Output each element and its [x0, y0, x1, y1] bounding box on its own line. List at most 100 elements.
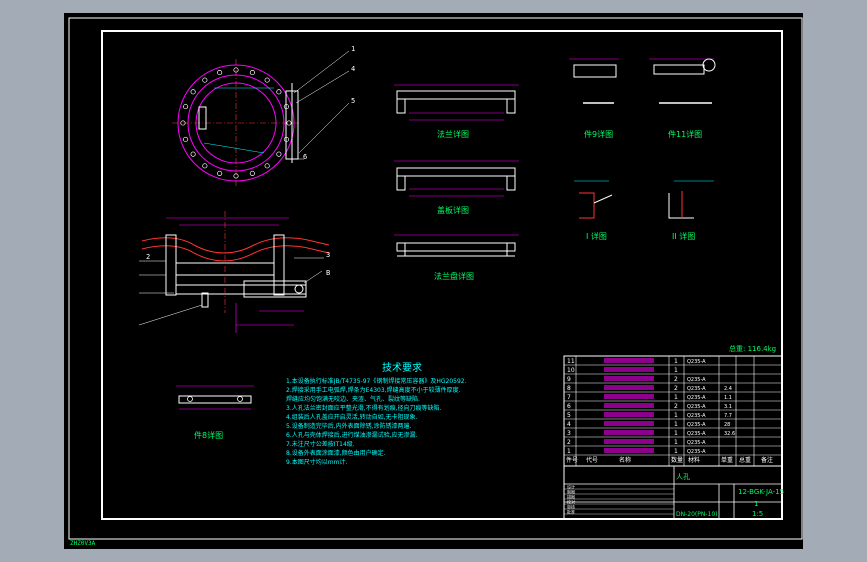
bom-qty: 1	[674, 394, 678, 401]
bom-qty: 1	[674, 358, 678, 365]
bom-header-cell: 名称	[619, 456, 631, 464]
total-weight: 总重: 116.4kg	[729, 344, 776, 353]
bom-item-no: 1	[567, 448, 571, 455]
bom-name-cell	[604, 376, 654, 381]
bom-item-no: 8	[567, 385, 571, 392]
flange-section-view: 2 3 B	[138, 211, 330, 333]
inner-frame	[101, 30, 783, 520]
bom-item-no: 3	[567, 430, 571, 437]
bom-weight: 1.1	[724, 395, 732, 401]
bolt-hole	[233, 67, 239, 73]
bom-name-cell	[604, 394, 654, 399]
bolt-hole	[202, 77, 208, 83]
bom-qty: 1	[674, 421, 678, 428]
title-block-row-label: 描图	[567, 494, 575, 500]
bom-material: Q235-A	[687, 449, 706, 455]
bom-weight: 7.7	[724, 413, 732, 419]
bom-material: Q235-A	[687, 431, 706, 437]
bom-name-cell	[604, 367, 654, 372]
bom-header-cell: 材料	[688, 456, 700, 464]
title-drawing-no: 12-BGK-JA-15	[738, 488, 784, 496]
bolt-hole	[276, 151, 282, 157]
bom-material: Q235-A	[687, 386, 706, 392]
bolt-hole	[190, 89, 196, 95]
bolt-hole	[276, 89, 282, 95]
bolt-hole	[180, 120, 186, 126]
title-scale: 1:5	[752, 510, 763, 518]
bom-qty: 1	[674, 439, 678, 446]
bom-header-cell: 总重	[739, 456, 751, 464]
leader-label-5: 5	[351, 97, 355, 105]
tech-line: 焊缝应均匀饱满无咬边、夹渣、气孔、裂纹等缺陷.	[286, 395, 420, 403]
leader-label-3: 3	[326, 251, 330, 259]
bom-item-no: 6	[567, 403, 571, 410]
bom-name-cell	[604, 412, 654, 417]
bom-material: Q235-A	[687, 359, 706, 365]
bom-header-cell: 代号	[586, 456, 598, 464]
detail-label-ii: II 详图	[672, 231, 695, 241]
bom-item-no: 2	[567, 439, 571, 446]
tech-line: 9.本图尺寸均以mm计.	[286, 458, 347, 466]
bom-item-no: 11	[567, 358, 575, 365]
bom-weight: 28	[724, 422, 730, 428]
tech-line: 1.本设备执行标准JB/T4735-97《钢制焊接常压容器》及HG20592.	[286, 377, 467, 385]
section-label-b: B	[326, 269, 330, 277]
bom-name-cell	[604, 385, 654, 390]
bom-weight: 32.6	[724, 431, 735, 437]
detail-label-part11: 件11详图	[668, 129, 702, 139]
detail-label-flange: 法兰详图	[437, 129, 469, 139]
cad-drawing: 1 4 5 6 2 3 B	[68, 17, 803, 540]
bolt-hole	[202, 163, 208, 169]
tech-line: 7.未注尺寸公差按IT14级.	[286, 440, 355, 448]
leader-label-1: 1	[351, 45, 355, 53]
tech-line: 3.人孔法兰密封面应平整光滑,不得有划痕,径向刀痕等缺陷.	[286, 404, 442, 412]
bolt-hole	[264, 163, 270, 169]
tech-title: 技术要求	[382, 361, 422, 374]
bom-name-cell	[604, 430, 654, 435]
title-sheet: 1	[754, 500, 758, 508]
bom-weight: 2.4	[724, 386, 732, 392]
bolt-hole	[264, 77, 270, 83]
bom-qty: 2	[674, 376, 678, 383]
leader-label-6: 6	[303, 153, 307, 161]
detail-views-center: 法兰详图 盖板详图 法兰盘详图	[394, 84, 519, 281]
tech-line: 8.设备外表面涂面漆,颜色由用户确定.	[286, 449, 386, 457]
bom-item-no: 4	[567, 421, 571, 428]
leader-label-2: 2	[146, 253, 150, 261]
bolt-hole	[217, 70, 223, 76]
detail-views-right: 件9详图 件11详图 I 详图 II 详图	[569, 58, 716, 241]
bom-header-cell: 单重	[721, 456, 733, 464]
bom-name-cell	[604, 358, 654, 363]
leader-label-4: 4	[351, 65, 355, 73]
detail-label-part8: 件8详图	[194, 430, 223, 440]
bom-qty: 2	[674, 385, 678, 392]
tech-line: 2.焊接采用手工电弧焊,焊条为E4303,焊缝高度不小于较薄件厚度.	[286, 386, 461, 394]
bom-material: Q235-A	[687, 395, 706, 401]
bolt-hole	[249, 70, 255, 76]
title-block-row-label: 设计	[567, 484, 575, 490]
bom-item-no: 5	[567, 412, 571, 419]
bolt-hole	[286, 120, 292, 126]
title-block-row-label: 审核	[567, 504, 575, 510]
bom-header-cell: 件号	[566, 456, 578, 464]
bom-name-cell	[604, 403, 654, 408]
bom-qty: 2	[674, 403, 678, 410]
bom-weight: 3.1	[724, 404, 732, 410]
bom-header-cell: 备注	[761, 456, 773, 464]
bom-material: Q235-A	[687, 440, 706, 446]
bom-material: Q235-A	[687, 404, 706, 410]
bom-header-cell: 数量	[671, 456, 683, 464]
part8-detail: 件8详图	[176, 385, 254, 440]
title-block-row-label: 批准	[567, 509, 575, 515]
cad-viewport[interactable]: 1 4 5 6 2 3 B	[64, 13, 803, 549]
tech-line: 5.设备制造完毕后,内外表面除锈,涂防锈漆两遍.	[286, 422, 412, 430]
technical-requirements: 技术要求 1.本设备执行标准JB/T4735-97《钢制焊接常压容器》及HG20…	[286, 361, 467, 466]
bom-qty: 1	[674, 430, 678, 437]
detail-label-i: I 详图	[586, 231, 607, 241]
title-name: 人孔	[676, 473, 690, 481]
flange-plan-view: 1 4 5 6	[172, 45, 355, 187]
tech-line: 6.人孔与壳体焊接后,进行煤油渗漏试验,应无渗漏.	[286, 431, 418, 439]
bolt-hole	[183, 136, 189, 142]
